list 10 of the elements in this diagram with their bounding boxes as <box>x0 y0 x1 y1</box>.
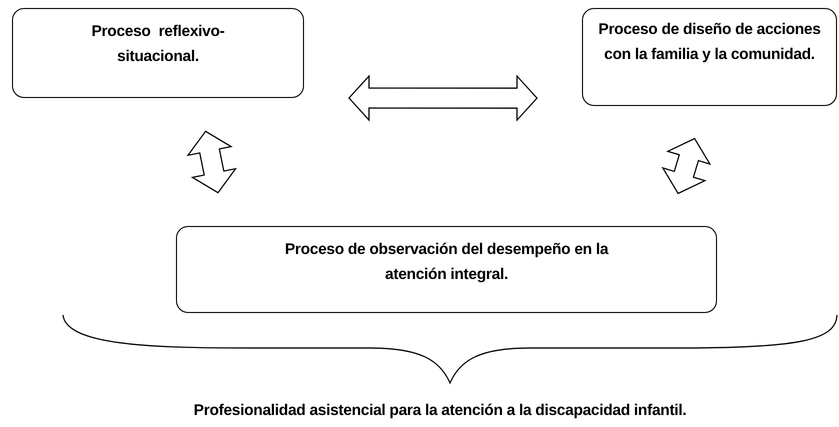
box-text: Proceso de observación del desempeño en la atención integral. <box>284 240 610 285</box>
double-block-arrow <box>348 74 538 122</box>
summary-text: Profesionalidad asistencial para la atención a la discapacidad infantil. <box>192 402 688 420</box>
process-box <box>176 226 717 313</box>
double-block-arrow <box>661 138 712 194</box>
process-box <box>12 8 304 98</box>
box-text: Proceso de diseño de acciones con la familia y la comunidad. <box>597 20 822 65</box>
box-text: Proceso reflexivo- situacional. <box>90 22 226 67</box>
double-block-arrow <box>186 130 237 194</box>
process-box <box>582 8 837 106</box>
